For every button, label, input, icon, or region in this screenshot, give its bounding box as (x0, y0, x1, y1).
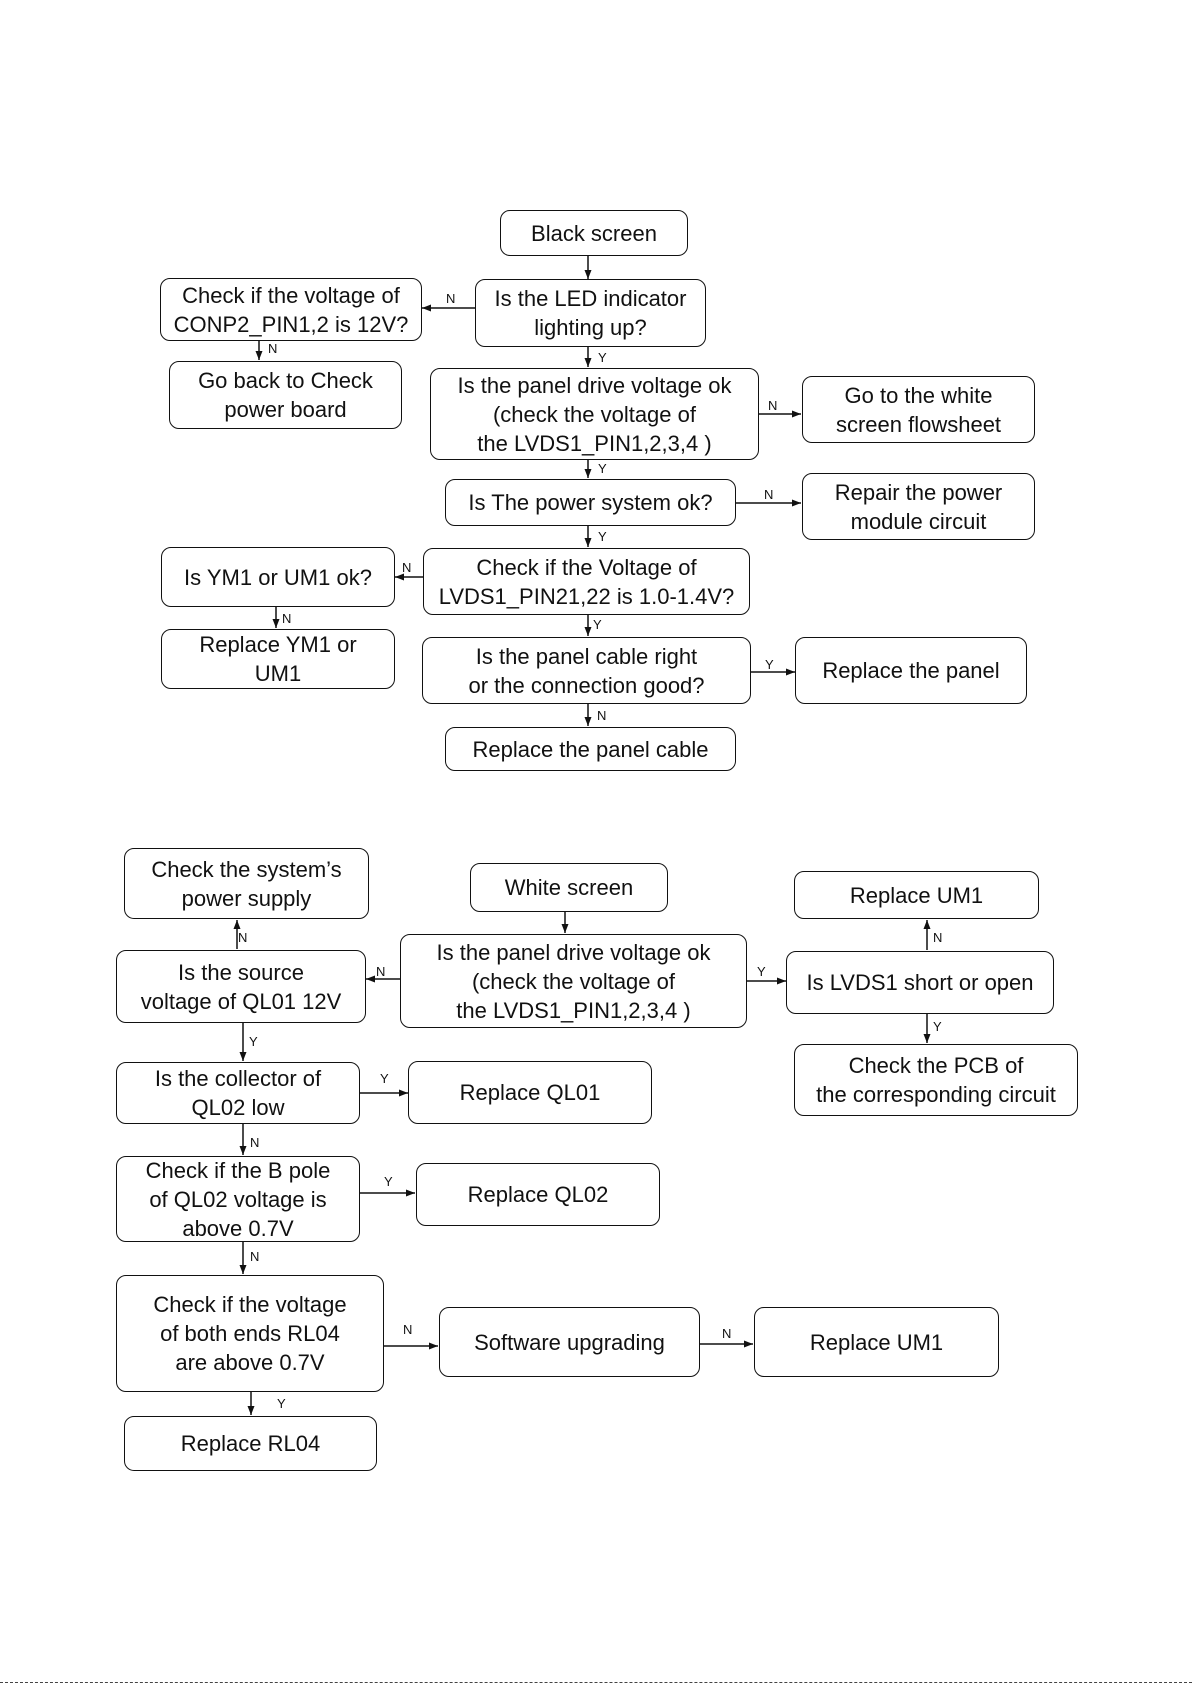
label-paneldrive2-yes: Y (757, 964, 766, 979)
label-paneldrive1-no: N (768, 398, 778, 413)
panel-cable-check-box: Is the panel cable right or the connecti… (422, 637, 751, 704)
label-bpole-yes: Y (384, 1174, 393, 1189)
white-flowsheet-box: Go to the white screen flowsheet (802, 376, 1035, 443)
white-screen-box: White screen (470, 863, 668, 912)
replace-ql02-box: Replace QL02 (416, 1163, 660, 1226)
go-back-power-box: Go back to Check power board (169, 361, 402, 429)
label-collector-yes: Y (380, 1071, 389, 1086)
label-lvds1short-yes: Y (933, 1019, 942, 1034)
replace-rl04-box: Replace RL04 (124, 1416, 377, 1471)
label-led-yes: Y (598, 350, 607, 365)
label-software-no: N (722, 1326, 732, 1341)
black-screen-box: Black screen (500, 210, 688, 256)
page-bottom-rule (0, 1682, 1192, 1683)
label-led-no: N (446, 291, 456, 306)
label-power-yes: Y (598, 529, 607, 544)
source-voltage-box: Is the source voltage of QL01 12V (116, 950, 366, 1023)
label-paneldrive2-no: N (376, 964, 386, 979)
label-collector-no: N (250, 1135, 260, 1150)
replace-um1-top-box: Replace UM1 (794, 871, 1039, 919)
collector-ql02-box: Is the collector of QL02 low (116, 1062, 360, 1124)
label-rl04-yes: Y (277, 1396, 286, 1411)
ym1-um1-check-box: Is YM1 or UM1 ok? (161, 547, 395, 607)
label-cable-no: N (597, 708, 607, 723)
label-rl04-no: N (403, 1322, 413, 1337)
panel-drive-voltage-box-1: Is the panel drive voltage ok (check the… (430, 368, 759, 460)
replace-ql01-box: Replace QL01 (408, 1061, 652, 1124)
power-system-box: Is The power system ok? (445, 479, 736, 526)
replace-ym1-box: Replace YM1 or UM1 (161, 629, 395, 689)
lvds-voltage-box: Check if the Voltage of LVDS1_PIN21,22 i… (423, 548, 750, 615)
label-power-no: N (764, 487, 774, 502)
check-pcb-box: Check the PCB of the corresponding circu… (794, 1044, 1078, 1116)
label-conp2-no: N (268, 341, 278, 356)
label-paneldrive1-yes: Y (598, 461, 607, 476)
repair-power-box: Repair the power module circuit (802, 473, 1035, 540)
system-power-box: Check the system’s power supply (124, 848, 369, 919)
software-upgrading-box: Software upgrading (439, 1307, 700, 1377)
rl04-voltage-box: Check if the voltage of both ends RL04 a… (116, 1275, 384, 1392)
label-bpole-no: N (250, 1249, 260, 1264)
label-ym1-no: N (282, 611, 292, 626)
replace-panel-box: Replace the panel (795, 637, 1027, 704)
lvds1-short-open-box: Is LVDS1 short or open (786, 951, 1054, 1014)
label-source-no: N (238, 930, 248, 945)
conp2-voltage-box: Check if the voltage of CONP2_PIN1,2 is … (160, 278, 422, 341)
replace-panel-cable-box: Replace the panel cable (445, 727, 736, 771)
b-pole-ql02-box: Check if the B pole of QL02 voltage is a… (116, 1156, 360, 1242)
label-lvds-yes: Y (593, 617, 602, 632)
replace-um1-bottom-box: Replace UM1 (754, 1307, 999, 1377)
label-cable-yes: Y (765, 657, 774, 672)
label-source-yes: Y (249, 1034, 258, 1049)
label-lvds-no: N (402, 560, 412, 575)
label-lvds1short-no: N (933, 930, 943, 945)
led-indicator-box: Is the LED indicator lighting up? (475, 279, 706, 347)
panel-drive-voltage-box-2: Is the panel drive voltage ok (check the… (400, 934, 747, 1028)
